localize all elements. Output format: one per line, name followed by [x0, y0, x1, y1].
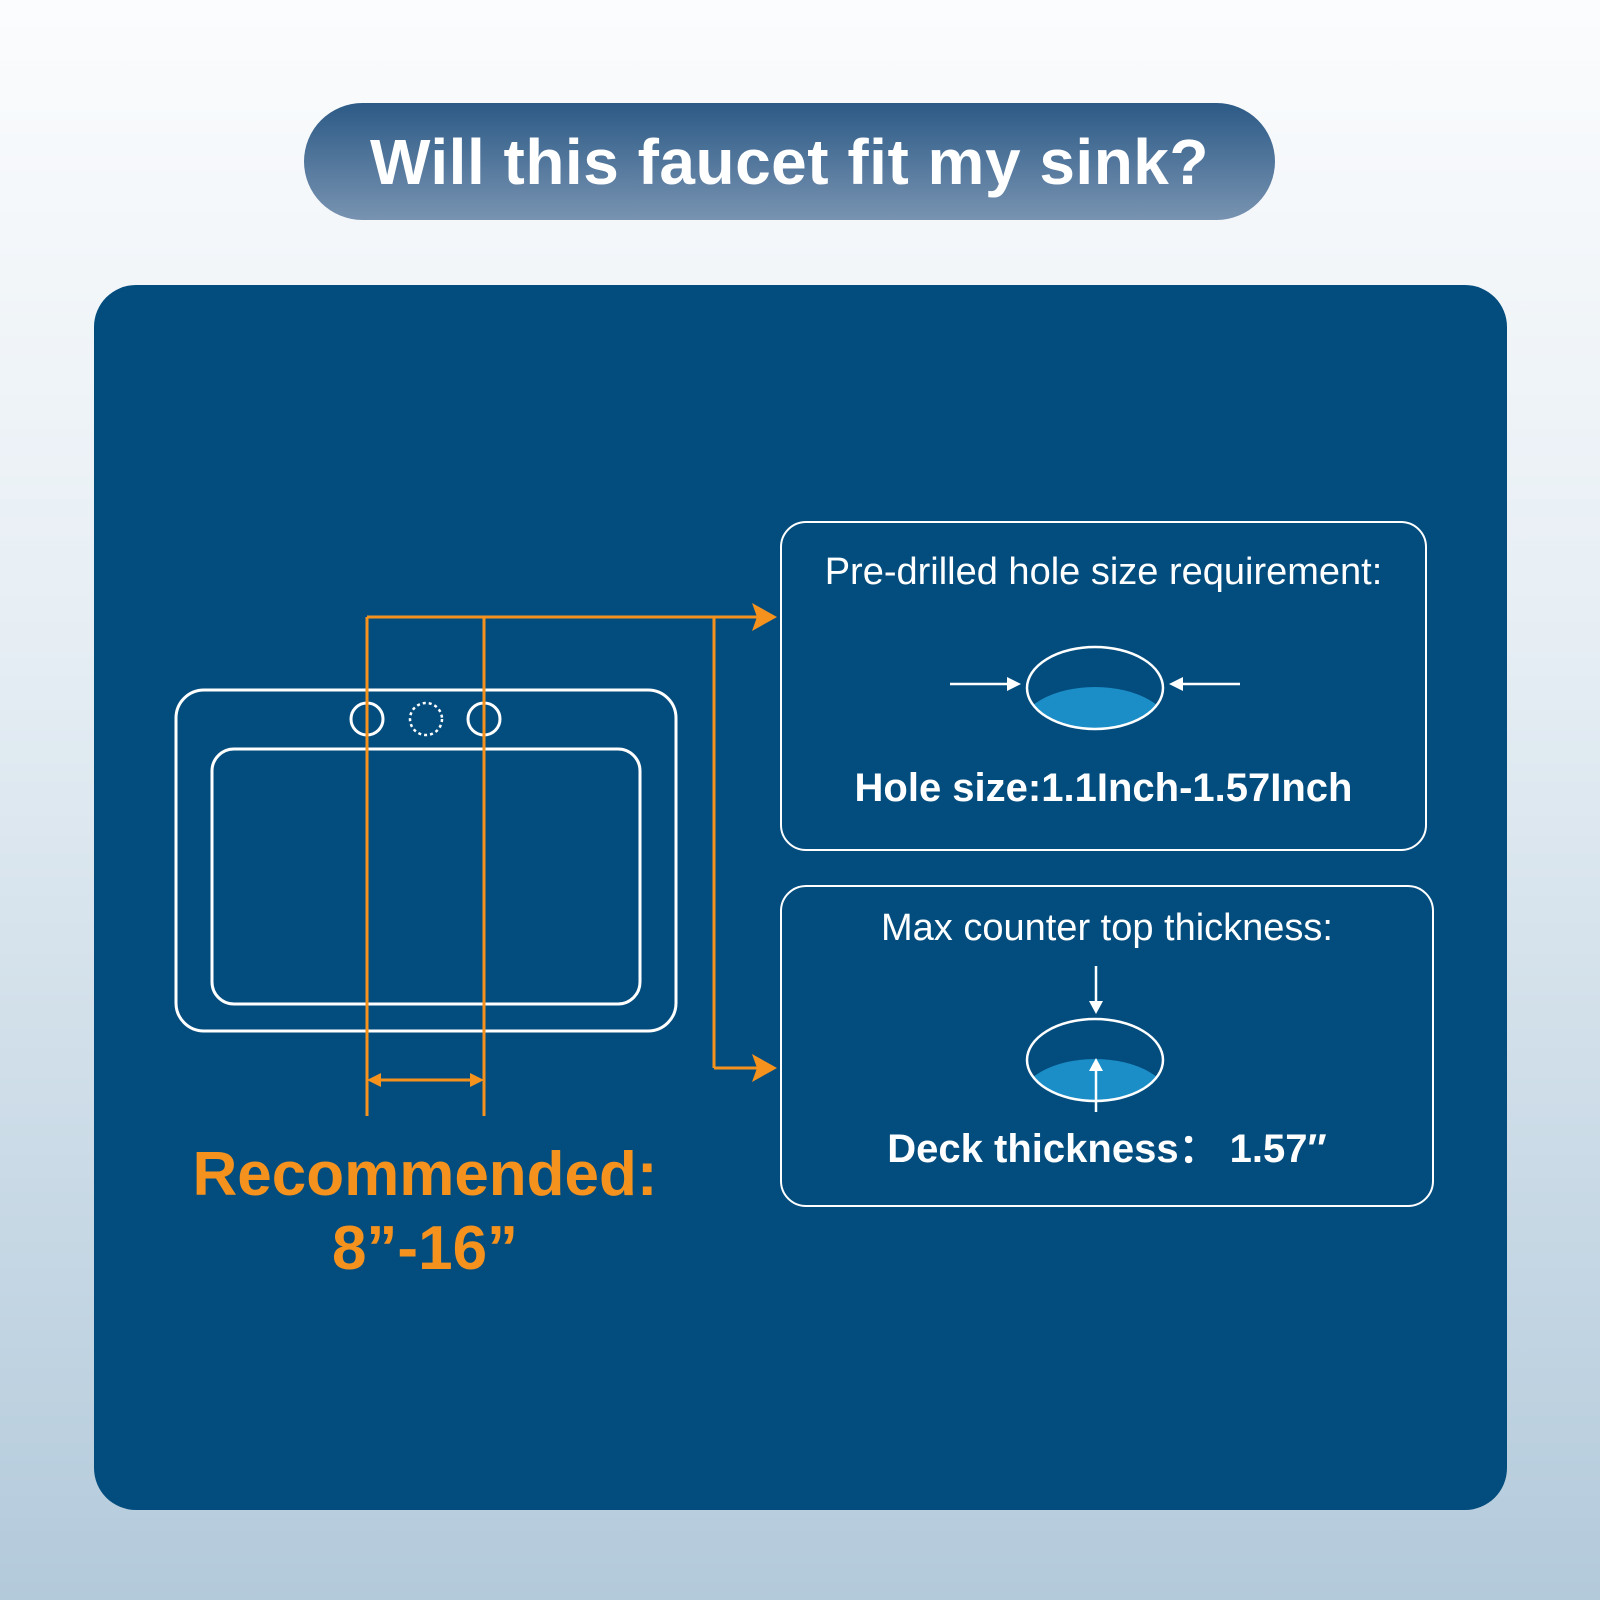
arrow-down-icon [1089, 1001, 1103, 1014]
orange-arrowheads [367, 603, 777, 1087]
title-banner: Will this faucet fit my sink? [304, 103, 1275, 220]
hole-size-box: Pre-drilled hole size requirement: Hole … [780, 521, 1427, 851]
spacing-arrow-left-icon [367, 1073, 381, 1087]
arrow-left-icon [1169, 677, 1183, 691]
sink-basin [210, 747, 642, 1006]
thickness-value: Deck thickness： 1.57″ [887, 1127, 1327, 1171]
hole-size-value: Hole size:1.1Inch-1.57Inch [854, 766, 1353, 810]
faucet-hole-center-optional [408, 701, 444, 737]
page-title: Will this faucet fit my sink? [370, 125, 1209, 198]
thickness-box: Max counter top thickness: Deck thicknes… [780, 885, 1434, 1207]
sink-outer-rim [174, 688, 678, 1033]
hole-size-heading: Pre-drilled hole size requirement: [824, 551, 1383, 593]
spacing-guides [365, 615, 757, 1116]
recommended-label: Recommended: [192, 1140, 658, 1209]
arrow-up-icon [1089, 1058, 1103, 1071]
arrow-to-hole-box-icon [752, 603, 777, 631]
thickness-heading: Max counter top thickness: [881, 907, 1333, 949]
recommended-value: 8”-16” [331, 1214, 519, 1283]
deck-thickness-illustration [1025, 966, 1165, 1112]
arrow-to-thickness-box-icon [752, 1054, 777, 1082]
arrow-right-icon [1007, 677, 1021, 691]
spacing-arrow-right-icon [470, 1073, 484, 1087]
hole-size-illustration [950, 645, 1240, 731]
